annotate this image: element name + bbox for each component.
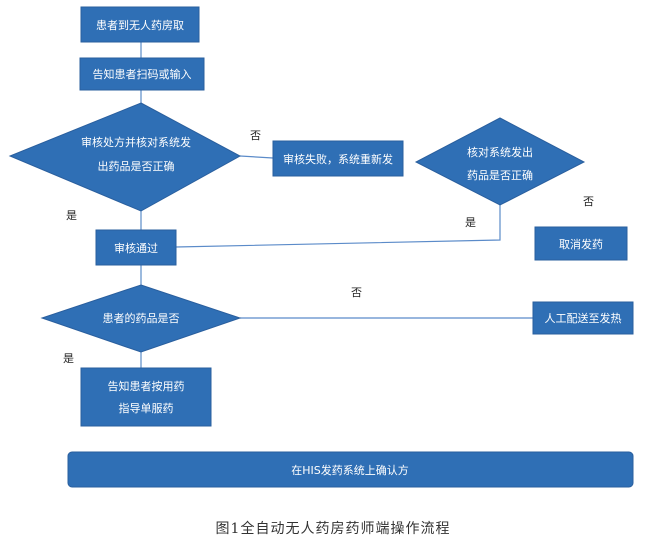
node-review-fail: [272, 140, 404, 177]
text-verify-line2: 药品是否正确: [467, 169, 533, 182]
label-yes-verify: 是: [465, 216, 476, 229]
text-manual-delivery: 人工配送至发热: [545, 311, 622, 325]
edge-verify-to-pass: [175, 205, 501, 248]
nodes: [8, 6, 634, 488]
text-verify-line1: 核对系统发出: [467, 145, 533, 159]
text-start: 患者到无人药房取: [96, 19, 184, 32]
node-cancel: [534, 226, 628, 261]
label-no-question: 否: [351, 286, 362, 299]
label-no-check: 否: [250, 129, 261, 142]
text-review-pass: 审核通过: [114, 241, 158, 255]
text-notify-guide-line2: 指导单服药: [119, 401, 174, 415]
text-notify-guide-line1: 告知患者按用药: [108, 379, 185, 393]
node-review-pass: [95, 229, 177, 266]
node-start: [80, 6, 200, 43]
node-notify-scan: [79, 57, 205, 91]
edges: [140, 42, 533, 368]
text-check-rx-line2: 出药品是否正确: [98, 159, 175, 173]
label-yes-question: 是: [63, 352, 74, 365]
edge-labels: 否 是 是 否 否 是: [63, 129, 594, 365]
text-review-fail: 审核失败，系统重新发: [283, 152, 393, 166]
node-manual-delivery: [532, 301, 634, 335]
text-notify-scan: 告知患者扫码或输入: [93, 67, 192, 81]
figure-caption: 图1全自动无人药房药师端操作流程: [215, 521, 451, 537]
label-no-verify: 否: [583, 195, 594, 208]
text-cancel: 取消发药: [559, 237, 603, 251]
text-patient-drug-question: 患者的药品是否: [103, 311, 180, 325]
node-confirm-his: [67, 451, 634, 488]
node-notify-guide: [80, 367, 212, 427]
node-verify: [414, 117, 586, 206]
text-confirm-his: 在HIS发药系统上确认方: [291, 463, 409, 477]
edge-check-to-fail: [239, 155, 274, 159]
node-texts: 患者到无人药房取 告知患者扫码或输入 审核处方并核对系统发 出药品是否正确 审核…: [81, 19, 622, 477]
text-check-rx-line1: 审核处方并核对系统发: [81, 135, 191, 149]
node-check-rx: [8, 102, 242, 212]
node-patient-drug-question: [40, 284, 242, 353]
label-yes-check: 是: [66, 209, 77, 222]
